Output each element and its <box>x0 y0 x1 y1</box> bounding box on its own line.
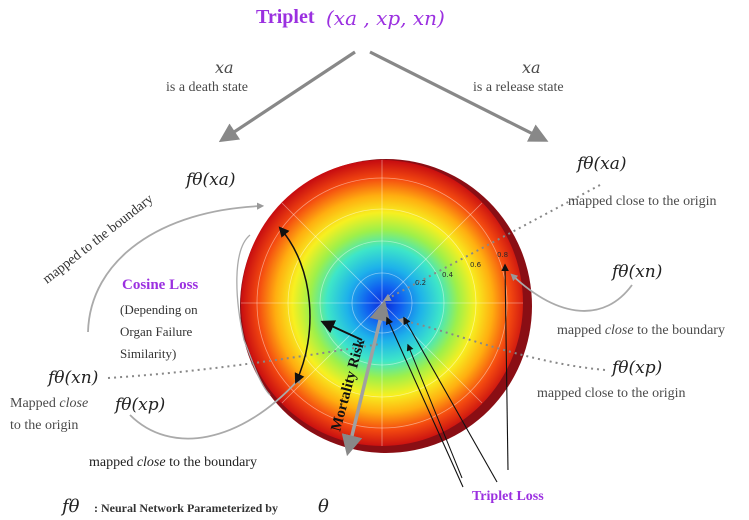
boundary-left-label: mapped to the boundary <box>40 192 156 287</box>
footer-text: : Neural Network Parameterized by <box>94 501 278 515</box>
branch-left-desc: is a death state <box>166 80 249 95</box>
mortality-risk-arrow <box>341 299 391 457</box>
f-xn-right: fθ(xn) <box>612 262 663 282</box>
tick-0-2: 0.2 <box>415 279 426 287</box>
curve-xn-right <box>510 273 633 312</box>
f-xp-left: fθ(xp) <box>115 395 166 415</box>
xp-right-desc: mapped close to the origin <box>537 386 686 401</box>
origin-right-label: mapped close to the origin <box>568 194 717 209</box>
tick-0-6: 0.6 <box>470 261 482 269</box>
cosine-arc <box>278 226 311 384</box>
f-xa-right: fθ(xa) <box>577 154 627 174</box>
footer-theta: θ <box>318 496 329 517</box>
xp-left-close: close <box>136 455 166 470</box>
xn-right-close: close <box>604 323 634 338</box>
curve-inner-left <box>236 234 271 396</box>
f-xn-left: fθ(xn) <box>48 368 99 388</box>
cosine-line-1: (Depending on <box>120 302 198 317</box>
triplet-arrow-4 <box>406 343 463 479</box>
triplet-arrow-2 <box>403 316 498 483</box>
branch-arrow-left <box>218 50 356 143</box>
xp-left-desc: mapped close to the boundary <box>89 455 257 471</box>
dotted-xn-left <box>107 343 381 379</box>
title-label: Triplet <box>256 6 315 28</box>
footer-f: fθ <box>62 496 80 517</box>
f-xp-right: fθ(xp) <box>612 358 663 378</box>
cosine-loss-label: Cosine Loss <box>122 277 199 293</box>
xn-right-prefix: mapped <box>557 323 605 338</box>
branch-right-var: xa <box>522 58 541 77</box>
xn-right-suffix: to the boundary <box>633 323 725 338</box>
dotted-xa-right <box>382 184 601 302</box>
title-tuple: (xa , xp, xn) <box>326 6 445 30</box>
cosine-line-3: Similarity) <box>120 346 177 361</box>
mapped-close-em: close <box>59 396 89 411</box>
curve-boundary-left <box>87 202 265 333</box>
xp-left-suffix: to the boundary <box>165 455 257 470</box>
to-origin-line: to the origin <box>10 418 79 433</box>
xn-right-desc: mapped close to the boundary <box>557 323 725 339</box>
branch-arrow-right <box>369 50 549 142</box>
mapped-close-prefix: Mapped <box>10 396 60 411</box>
tick-0-4: 0.4 <box>442 271 454 279</box>
triplet-arrow-1 <box>386 316 464 488</box>
dotted-xp-right <box>397 317 606 371</box>
triplet-loss-label: Triplet Loss <box>472 489 544 504</box>
branch-left-var: xa <box>215 58 234 77</box>
mapped-close-line: Mapped close <box>10 396 88 412</box>
xp-left-prefix: mapped <box>89 455 137 470</box>
triplet-arrow-3 <box>501 263 509 471</box>
f-xa-left: fθ(xa) <box>186 170 236 190</box>
cosine-line-2: Organ Failure <box>120 324 193 339</box>
curve-xp-left <box>129 376 302 440</box>
tick-0-8: 0.8 <box>497 251 508 259</box>
branch-right-desc: is a release state <box>473 80 564 95</box>
radial-ticks: 0.2 0.4 0.6 0.8 <box>415 251 508 287</box>
